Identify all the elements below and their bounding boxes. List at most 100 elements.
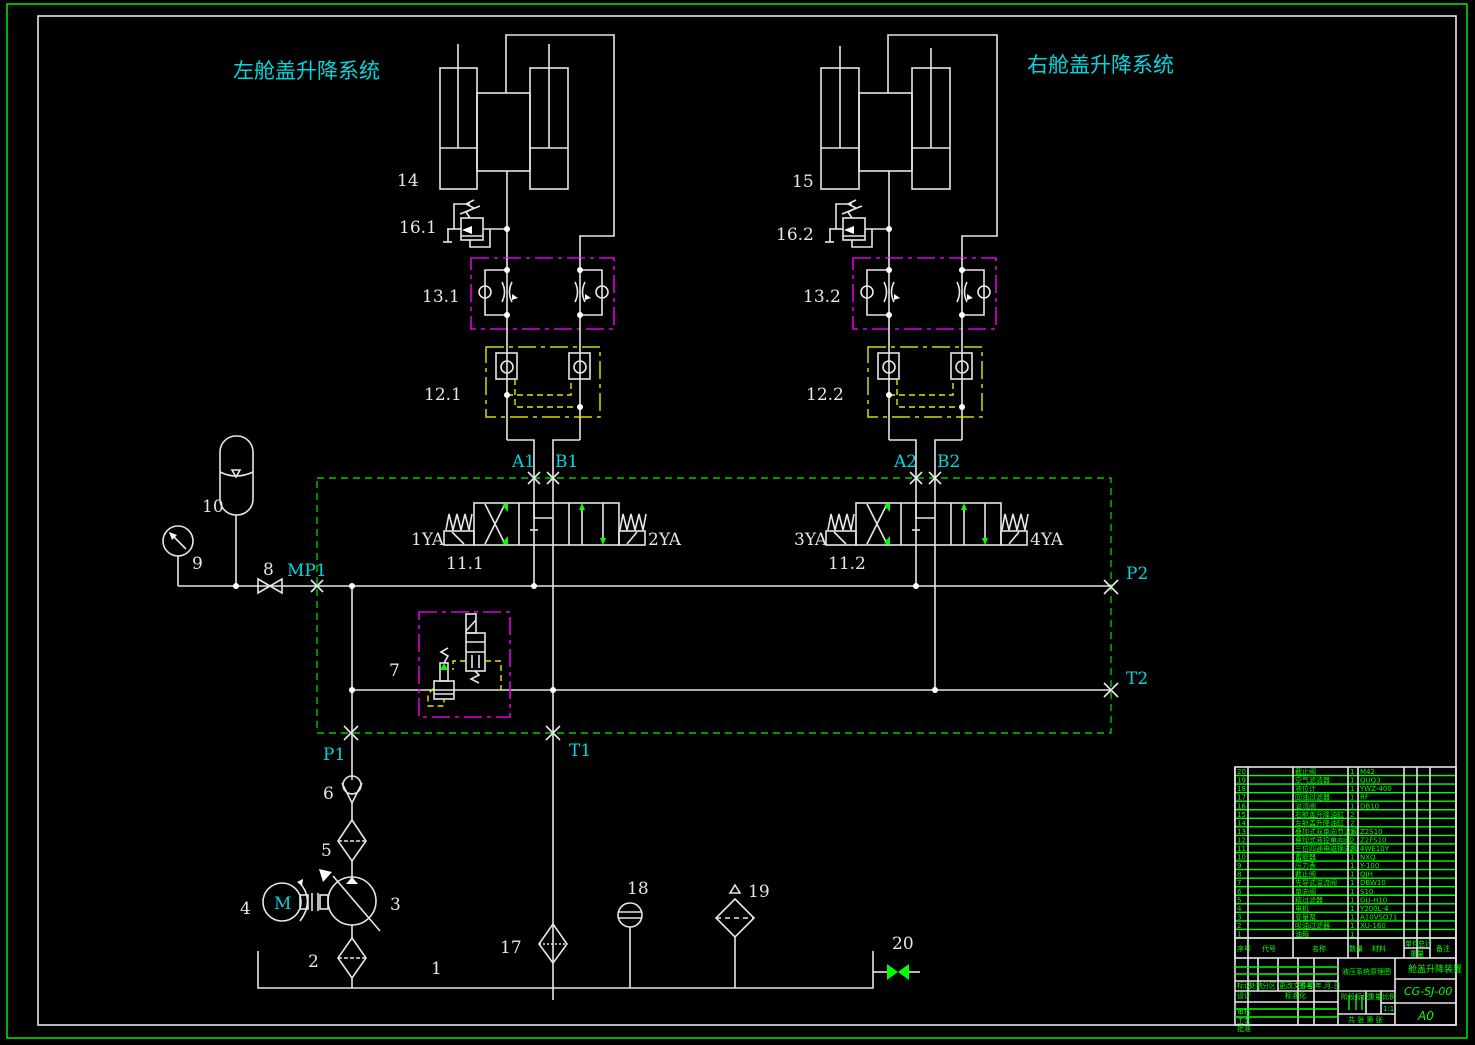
title-block: 序号 代号 名称 数量 材料 单件 总计 重量 备注 标记 处数 分 xyxy=(1234,766,1462,1033)
solenoid-1YA: 1YA xyxy=(411,530,445,550)
air-breather-19 xyxy=(714,883,756,988)
bom-cell-no: 11 xyxy=(1237,845,1246,853)
return-filter-17 xyxy=(538,922,568,965)
pilot-check-valve-12-2 xyxy=(867,346,983,418)
inner-border xyxy=(37,15,1457,1026)
label-19: 19 xyxy=(748,882,770,902)
role-standard: 标准化 xyxy=(1285,991,1306,1000)
assembly-name: 舱盖升降装置 xyxy=(1408,963,1462,975)
drawing-number: CG-SJ-00 xyxy=(1404,985,1452,998)
bom-header-remarks: 备注 xyxy=(1436,944,1450,953)
port-T1: T1 xyxy=(569,741,591,761)
bom-cell-qty: 1 xyxy=(1350,888,1354,896)
bom-header-material: 材料 xyxy=(1372,944,1386,953)
bom-cell-name: 截止阀 xyxy=(1295,767,1316,776)
bom-cell-model: DB10 xyxy=(1360,802,1379,810)
bom-cell-no: 14 xyxy=(1237,819,1246,827)
rev-field-sign: 签名 xyxy=(1299,981,1313,990)
bom-cell-name: 油箱 xyxy=(1295,930,1309,939)
check-valve-6 xyxy=(341,775,363,820)
bom-cell-qty: 1 xyxy=(1350,785,1354,793)
bom-cell-model: NXQ xyxy=(1360,854,1376,862)
bom-cell-qty: 2 xyxy=(1350,836,1354,844)
bom-cell-name: 叠加式液控单向阀 xyxy=(1295,835,1351,844)
bom-cell-model: XU-160 xyxy=(1360,922,1386,930)
sheet-count: 共 张 第 张 xyxy=(1348,1015,1383,1024)
bom-header-code: 代号 xyxy=(1262,944,1276,953)
label-12-2: 12.2 xyxy=(806,385,844,405)
cylinder-group-15 xyxy=(820,34,998,258)
bom-cell-no: 2 xyxy=(1237,922,1241,930)
scale-label: 比例 xyxy=(1382,992,1396,1001)
bom-cell-qty: 1 xyxy=(1350,854,1354,862)
bom-cell-name: 电机 xyxy=(1295,904,1309,913)
bom-header-qty: 数量 xyxy=(1349,944,1363,953)
bom-header-weight: 重量 xyxy=(1410,950,1424,958)
level-gauge-18 xyxy=(617,902,643,988)
bom-cell-qty: 1 xyxy=(1350,913,1354,921)
bom-cell-model: M42 xyxy=(1360,768,1375,776)
role-design: 设计 xyxy=(1237,991,1251,1000)
label-11-2: 11.2 xyxy=(828,554,866,574)
bom-cell-qty: 1 xyxy=(1350,828,1354,836)
directional-valve-11-1 xyxy=(443,502,647,546)
label-13-1: 13.1 xyxy=(422,287,460,307)
drain-valve-20 xyxy=(873,964,920,980)
port-A2: A2 xyxy=(893,452,917,472)
tank-1 xyxy=(257,951,874,989)
bom-cell-name: 溢流阀 xyxy=(1295,801,1316,810)
bom-cell-model: QJH xyxy=(1360,871,1373,879)
bom-row: 18 液位计 1 YWZ-400 xyxy=(1235,784,1456,794)
relief-valve-16-1 xyxy=(443,199,510,248)
bom-cell-model: Z2S10 xyxy=(1360,828,1383,836)
bom-cell-model: Y200L-4 xyxy=(1359,905,1389,913)
cylinder-group-14 xyxy=(439,34,615,258)
label-16-1: 16.1 xyxy=(399,218,437,238)
bom-cell-no: 10 xyxy=(1237,854,1246,862)
drawing-title: 液压系统原理图 xyxy=(1342,967,1391,976)
bom-cell-name: 压力表 xyxy=(1295,861,1316,870)
bom-cell-name: 精过滤器 xyxy=(1295,895,1323,904)
bom-cell-model: Z2FS10 xyxy=(1360,836,1387,844)
bom-cell-name: 液位计 xyxy=(1295,784,1316,793)
bom-cell-qty: 1 xyxy=(1350,931,1354,939)
bom-cell-name: 截止阀 xyxy=(1295,870,1316,879)
bom-cell-model: GU-H10 xyxy=(1360,896,1387,904)
label-6: 6 xyxy=(323,784,334,804)
bom-cell-model: YWZ-400 xyxy=(1359,785,1392,793)
rev-field-mark: 标记 xyxy=(1237,981,1251,990)
bom-cell-no: 18 xyxy=(1237,785,1246,793)
bom-cell-no: 3 xyxy=(1237,913,1241,921)
solenoid-3YA: 3YA xyxy=(794,530,828,550)
bom-cell-qty: 2 xyxy=(1350,845,1354,853)
motor-4 xyxy=(262,879,329,922)
bom-cell-qty: 1 xyxy=(1350,802,1354,810)
bom-cell-name: 单向阀 xyxy=(1295,887,1316,896)
label-2: 2 xyxy=(308,952,319,972)
rev-field-zone: 分区 xyxy=(1262,981,1276,990)
bom-cell-model: Y-100 xyxy=(1359,862,1379,870)
label-4: 4 xyxy=(240,899,251,919)
label-18: 18 xyxy=(627,879,649,899)
role-review: 审核 xyxy=(1237,1007,1251,1016)
label-13-2: 13.2 xyxy=(803,287,841,307)
rev-field-count: 处数 xyxy=(1249,981,1263,990)
role-process: 工艺 xyxy=(1237,1017,1251,1025)
solenoid-2YA: 2YA xyxy=(648,530,682,550)
port-P1: P1 xyxy=(323,745,345,765)
bom-cell-model: A10VSO71 xyxy=(1360,913,1397,921)
accumulator-10 xyxy=(219,435,254,589)
bom-cell-qty: 1 xyxy=(1350,905,1354,913)
port-T2: T2 xyxy=(1126,669,1148,689)
bom-cell-name: 先导式溢流阀 xyxy=(1295,878,1337,887)
